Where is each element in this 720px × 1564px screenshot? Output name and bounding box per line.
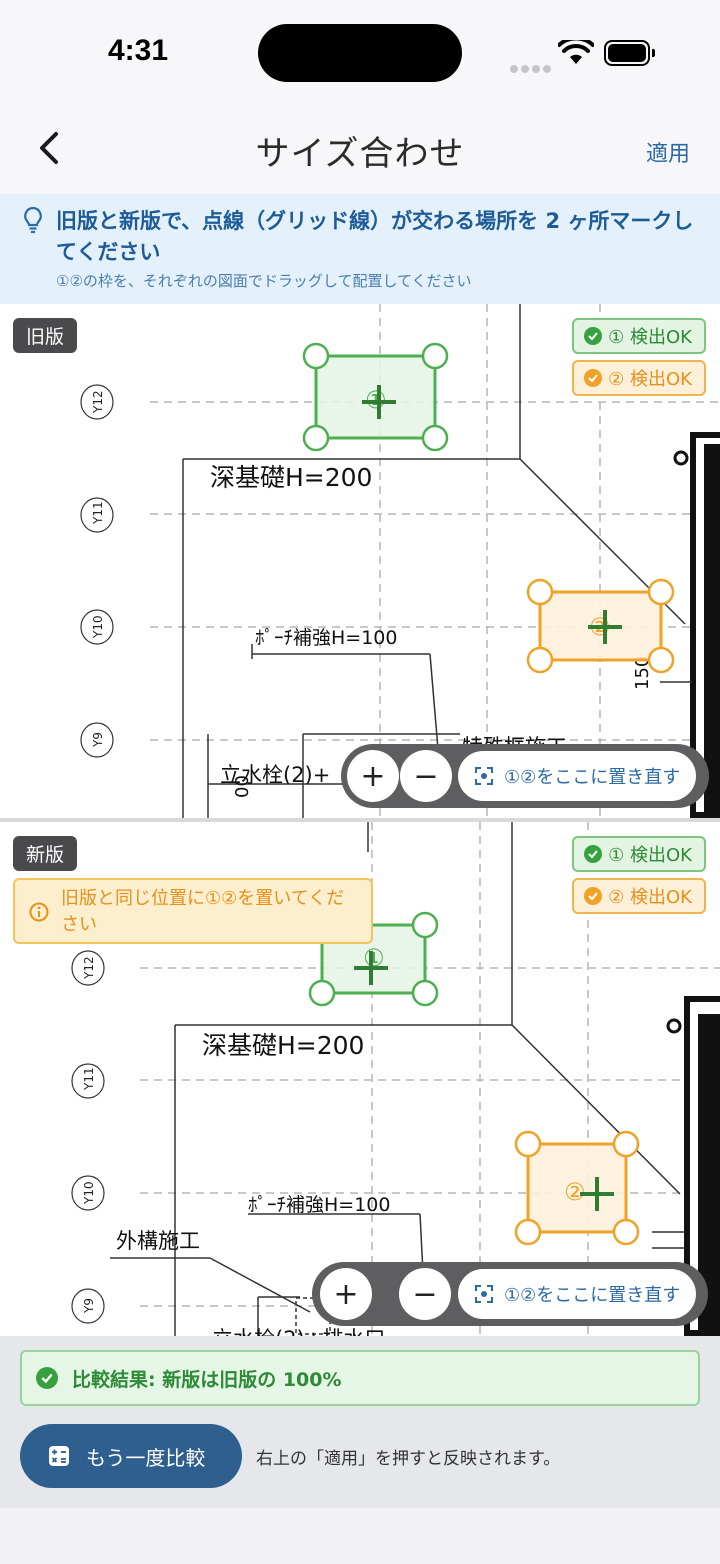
signal-icon: [510, 58, 554, 77]
old-drawing[interactable]: 深基礎H=200 ﾎﾟｰﾁ補強H=100 特殊框施工 立水栓(2)+ 00 15…: [0, 304, 720, 818]
old-marker-1[interactable]: ①: [302, 342, 449, 452]
check-circle-icon: [584, 845, 603, 863]
label-porch-new: ﾎﾟｰﾁ補強H=100: [248, 1194, 390, 1216]
grid-label-y11: Y11: [91, 501, 105, 525]
old-zoom-in-button[interactable]: +: [347, 750, 399, 802]
new-zoom-bar: + − ①②をここに置き直す: [312, 1262, 708, 1326]
focus-icon: [475, 1285, 493, 1303]
instruction-subtext: ①②の枠を、それぞれの図面でドラッグして配置してください: [56, 272, 472, 290]
old-marker-2[interactable]: ②: [526, 578, 675, 674]
position-warning: 旧版と同じ位置に①②を置いてください: [13, 878, 373, 944]
check-circle-icon: [584, 327, 603, 345]
new-zoom-out-button[interactable]: −: [399, 1268, 451, 1320]
old-zoom-out-button[interactable]: −: [400, 750, 452, 802]
new-detect-badge-2: ② 検出OK: [572, 878, 706, 914]
label-dim-150: 150: [632, 656, 653, 690]
apply-note: 右上の「適用」を押すと反映されます。: [256, 1449, 561, 1469]
label-exterior: 外構施工: [116, 1229, 200, 1253]
dynamic-island: [258, 24, 462, 82]
grid-label-y12-new: Y12: [82, 956, 96, 980]
old-detect-badge-1: ① 検出OK: [572, 318, 706, 354]
label-deep-foundation: 深基礎H=200: [210, 463, 372, 492]
new-marker-2[interactable]: ②: [514, 1130, 640, 1246]
pane-divider: [0, 818, 720, 822]
new-marker-2-label: ②: [564, 1178, 586, 1206]
home-indicator-area: [0, 1508, 720, 1564]
old-detect-badge-2: ② 検出OK: [572, 360, 706, 396]
apply-button[interactable]: 適用: [645, 142, 690, 167]
new-marker-1-label: ①: [363, 944, 385, 972]
new-drawing[interactable]: 深基礎H=200 ﾎﾟｰﾁ補強H=100 外構施工 特殊框施工 立水栓(2)+排…: [0, 822, 720, 1336]
label-riser-drain: 立水栓(2)+排水口: [212, 1327, 385, 1336]
new-reset-markers-button[interactable]: ①②をここに置き直す: [458, 1269, 697, 1319]
old-version-pane[interactable]: 深基礎H=200 ﾎﾟｰﾁ補強H=100 特殊框施工 立水栓(2)+ 00 15…: [0, 304, 720, 818]
instruction-text: 旧版と新版で、点線（グリッド線）が交わる場所を 2 ヶ所マークしてください: [56, 209, 694, 264]
grid-label-y10: Y10: [91, 615, 105, 639]
old-zoom-bar: + − ①②をここに置き直す: [341, 744, 709, 808]
new-version-tag: 新版: [13, 836, 78, 871]
battery-icon: [604, 40, 655, 66]
wifi-icon: [558, 40, 594, 64]
status-bar: 4:31: [0, 0, 720, 100]
grid-label-y9-new: Y9: [82, 1298, 96, 1314]
nav-bar: サイズ合わせ 適用: [0, 100, 720, 194]
check-circle-icon: [584, 887, 603, 905]
old-reset-markers-button[interactable]: ①②をここに置き直す: [458, 751, 697, 801]
new-zoom-in-button[interactable]: +: [320, 1268, 372, 1320]
label-porch: ﾎﾟｰﾁ補強H=100: [255, 627, 397, 649]
check-circle-icon: [584, 369, 603, 387]
old-version-tag: 旧版: [13, 318, 78, 353]
info-icon: [29, 902, 49, 922]
check-circle-icon: [36, 1367, 58, 1389]
grid-label-y11-new: Y11: [82, 1067, 96, 1091]
grid-label-y10-new: Y10: [82, 1181, 96, 1205]
instruction-banner: 旧版と新版で、点線（グリッド線）が交わる場所を 2 ヶ所マークしてください ①②…: [0, 194, 720, 304]
lightbulb-icon: [24, 206, 42, 234]
grid-label-y12: Y12: [91, 390, 105, 414]
grid-label-y9: Y9: [91, 732, 105, 748]
focus-icon: [475, 767, 493, 785]
label-deep-foundation-new: 深基礎H=200: [202, 1031, 364, 1060]
recompare-button[interactable]: もう一度比較: [20, 1424, 242, 1488]
new-marker-1[interactable]: ①: [308, 911, 439, 1007]
bottom-panel: 比較結果: 新版は旧版の 100% もう一度比較 右上の「適用」を押すと反映され…: [0, 1336, 720, 1508]
page-title: サイズ合わせ: [255, 134, 465, 174]
label-dim-00: 00: [232, 775, 253, 798]
new-version-pane[interactable]: 深基礎H=200 ﾎﾟｰﾁ補強H=100 外構施工 特殊框施工 立水栓(2)+排…: [0, 822, 720, 1336]
new-detect-badge-1: ① 検出OK: [572, 836, 706, 872]
calculator-icon: [49, 1446, 69, 1466]
back-chevron-icon[interactable]: [28, 126, 72, 170]
label-riser: 立水栓(2)+: [220, 763, 330, 787]
status-time: 4:31: [108, 34, 169, 67]
comparison-result: 比較結果: 新版は旧版の 100%: [20, 1350, 700, 1406]
